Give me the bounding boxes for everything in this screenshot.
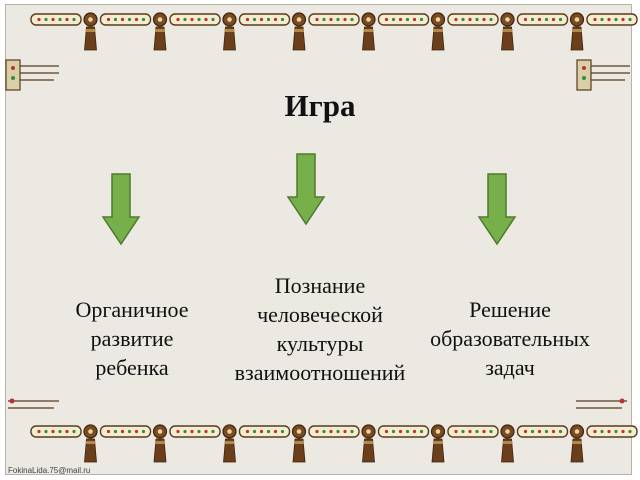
right-lower-ornament (576, 398, 627, 409)
label-line: культуры (276, 331, 364, 356)
branch-label-right: Решение образовательных задач (415, 295, 605, 382)
author-credit: FokinaLida.75@mail.ru (8, 466, 91, 475)
right-side-ornament (576, 59, 630, 91)
down-arrow-center (286, 153, 326, 226)
label-line: ребенка (95, 355, 169, 380)
label-line: образовательных (430, 326, 590, 351)
label-line: человеческой (257, 302, 383, 327)
label-line: развитие (90, 326, 174, 351)
label-line: задач (485, 355, 535, 380)
label-line: Органичное (75, 297, 189, 322)
down-arrow-left (101, 173, 141, 246)
label-line: Познание (274, 273, 366, 298)
left-lower-ornament (8, 398, 59, 409)
left-side-ornament (5, 59, 59, 91)
bottom-ornament-border (30, 424, 638, 463)
label-line: Решение (469, 297, 551, 322)
label-line: взаимоотношений (234, 360, 406, 385)
branch-label-left: Органичное развитие ребенка (52, 295, 212, 382)
down-arrow-right (477, 173, 517, 246)
slide-title: Игра (284, 88, 356, 123)
branch-label-center: Познание человеческой культуры взаимоотн… (215, 271, 425, 387)
top-ornament-border (30, 12, 638, 51)
slide-background (5, 4, 632, 475)
